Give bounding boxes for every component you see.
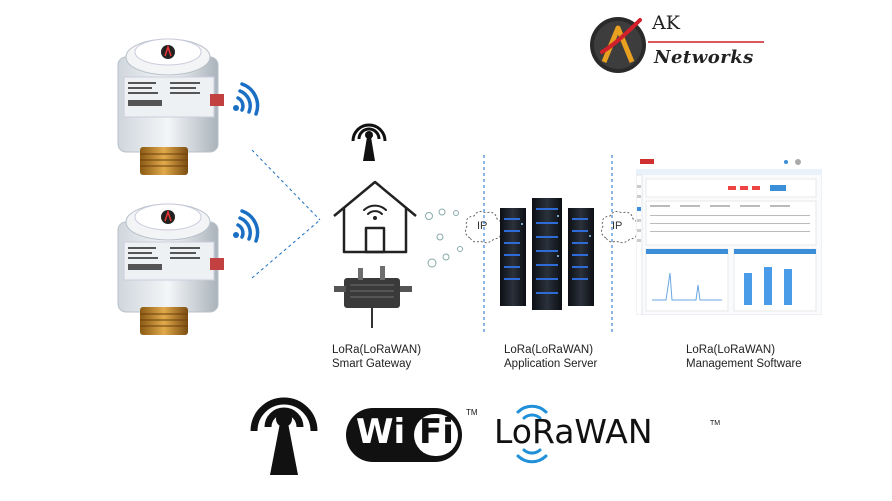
brand-name-top: AK	[652, 12, 680, 34]
radio-tower-icon	[351, 123, 387, 161]
water-meter-icon	[117, 203, 224, 335]
server-label-line2: Application Server	[504, 358, 598, 370]
gateway-device-icon	[334, 266, 412, 328]
gateway-label-line2: Smart Gateway	[332, 358, 412, 370]
smart-home-icon	[333, 180, 417, 254]
wifi-logo-fi: Fi	[419, 412, 454, 452]
software-label-line2: Management Software	[686, 358, 802, 370]
server-label: LoRa(LoRaWAN) Application Server	[504, 343, 597, 371]
signal-bubbles	[425, 208, 463, 268]
ak-networks-logo	[590, 17, 764, 73]
ip-label: IP	[477, 220, 488, 232]
wireless-signal-icon	[233, 209, 260, 243]
brand-name-bottom: Networks	[654, 47, 754, 68]
server-label-line1: LoRa(LoRaWAN)	[504, 344, 594, 356]
software-label: LoRa(LoRaWAN) Management Software	[686, 343, 802, 371]
wifi-logo	[346, 408, 462, 462]
radio-tower-icon	[250, 397, 318, 475]
software-label-line1: LoRa(LoRaWAN)	[686, 344, 776, 356]
wifi-logo-wi: Wi	[356, 412, 406, 452]
lorawan-logo-tm: TM	[710, 420, 721, 427]
ip-cloud-icon	[601, 211, 638, 244]
dashboard-screenshot-icon	[636, 155, 822, 315]
ip-label: IP	[612, 220, 623, 232]
lorawan-logo-text: LoRaWAN	[494, 412, 653, 451]
water-meter-icon	[117, 38, 224, 175]
gateway-label: LoRa(LoRaWAN) Smart Gateway	[332, 343, 421, 371]
connection-lines	[251, 150, 321, 279]
lorawan-signal-icon	[516, 404, 548, 464]
server-rack-icon	[500, 198, 594, 310]
gateway-label-line1: LoRa(LoRaWAN)	[332, 344, 422, 356]
wifi-logo-tm: TM	[466, 408, 478, 417]
wireless-signal-icon	[233, 82, 260, 116]
divider-lines	[483, 155, 613, 335]
